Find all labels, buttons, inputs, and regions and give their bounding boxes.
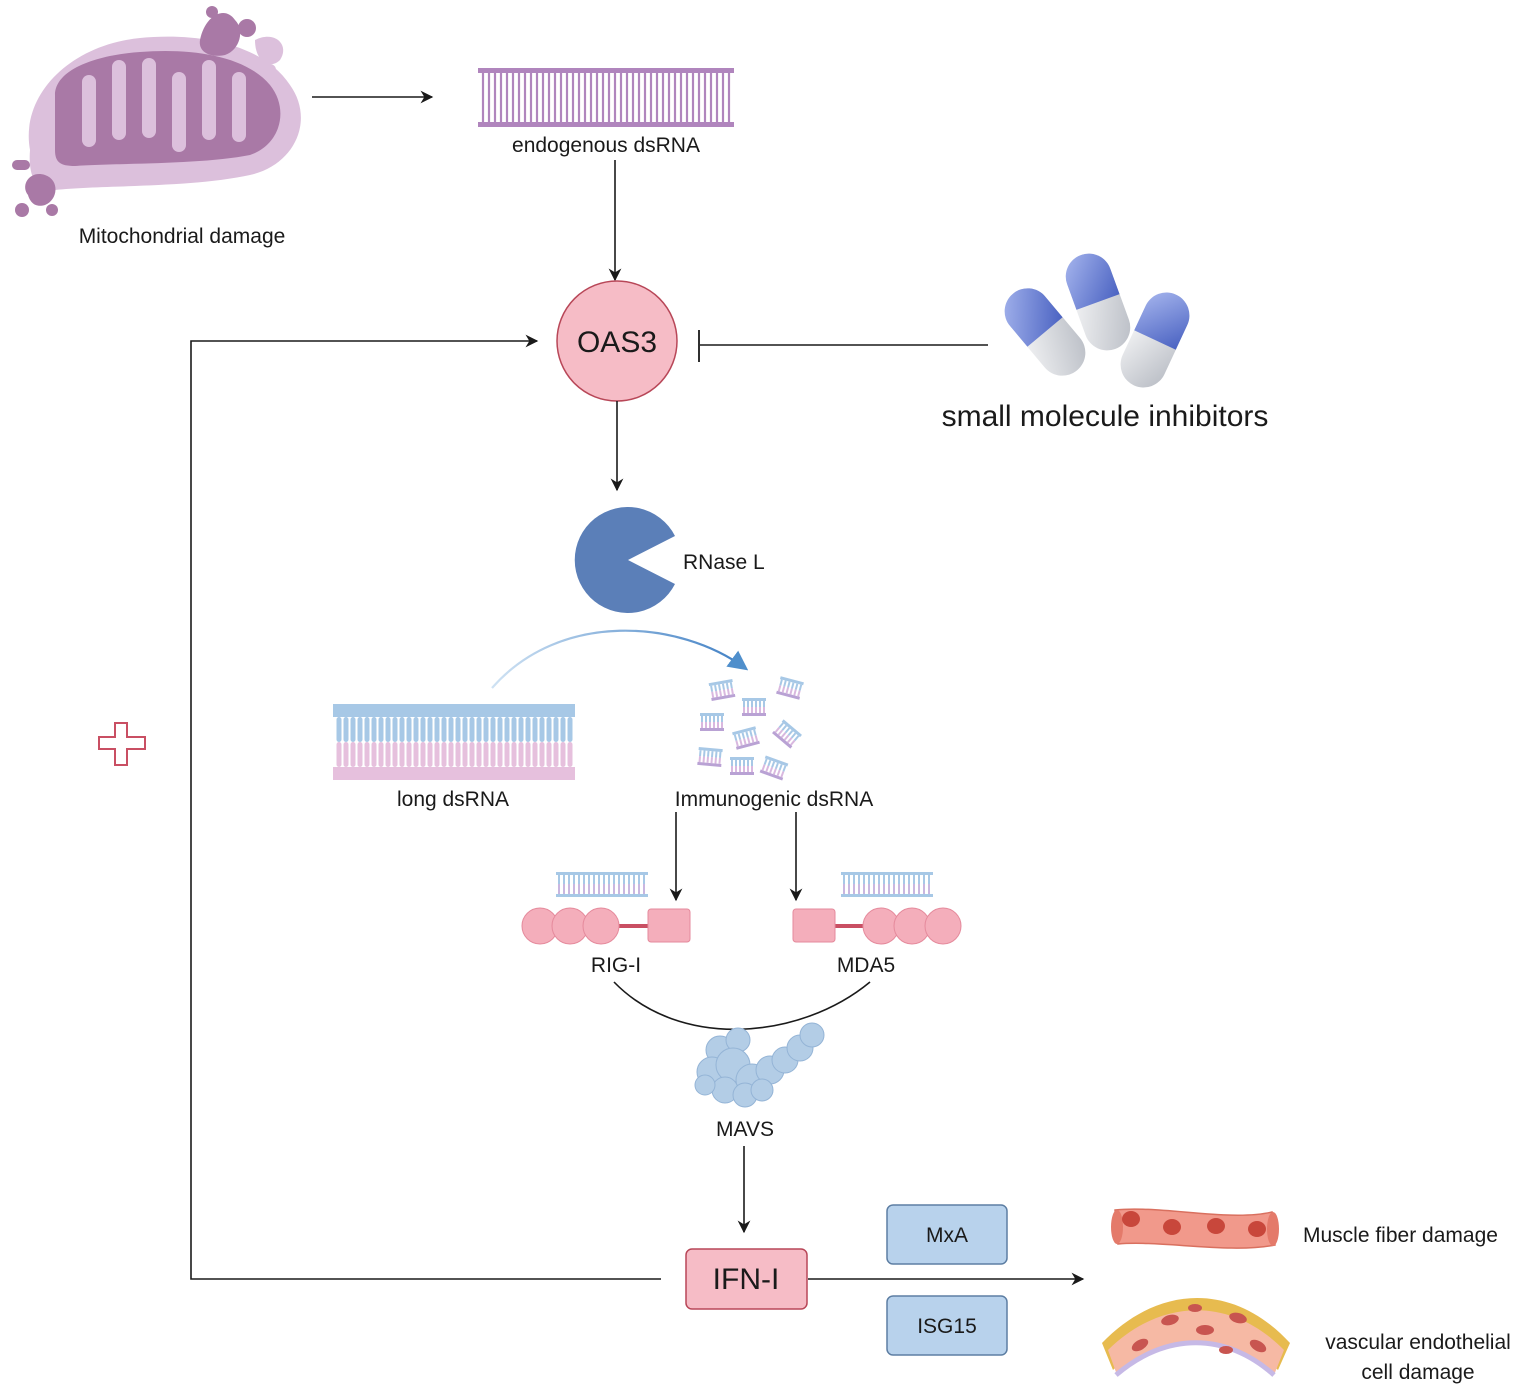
dsrna-fragment [732,726,760,750]
ifn-i-label: IFN-I [713,1263,780,1296]
mavs-icon [694,1022,825,1108]
mda5-label: MDA5 [837,954,895,977]
muscle-fiber-damage-label: Muscle fiber damage [1303,1224,1498,1247]
dsrna-fragment [697,746,723,768]
dsrna-fragment [772,719,802,749]
rnase-l-label: RNase L [683,551,765,574]
plus-icon [98,722,146,766]
endogenous-dsrna-label: endogenous dsRNA [512,134,700,157]
immunogenic-dsrna-fragments [697,676,804,781]
ifn-i-node [685,1248,808,1310]
rig-i-label: RIG-I [591,954,641,977]
endogenous-dsrna-icon [478,68,734,127]
rig-i-icon [521,872,691,945]
isg15-node [886,1295,1008,1356]
mxa-node [886,1204,1008,1265]
vascular-damage-label-line1: vascular endothelial [1325,1331,1511,1354]
mda5-icon [792,872,962,945]
dsrna-fragment [759,755,789,781]
long-dsrna-icon [333,704,575,780]
dsrna-fragment [700,713,724,731]
long-dsrna-label: long dsRNA [397,788,509,811]
pill-icon [995,278,1086,376]
immunogenic-dsrna-label: Immunogenic dsRNA [675,788,873,811]
rig-mda5-convergence-curve [613,981,871,1031]
mitochondrial-damage-label: Mitochondrial damage [79,225,286,248]
mitochondrion-icon [12,6,301,217]
oas3-label: OAS3 [577,326,657,359]
dsrna-fragment [742,698,766,716]
rnase-l-icon [574,507,675,613]
mxa-label: MxA [926,1224,968,1247]
isg15-label: ISG15 [917,1315,977,1338]
vascular-damage-label-line2: cell damage [1361,1361,1474,1384]
pill-icon [1059,247,1131,351]
positive-feedback-loop-arrow [190,334,661,1280]
small-molecule-inhibitors-label: small molecule inhibitors [942,400,1269,433]
cleavage-arrow [491,629,749,689]
muscle-fiber-icon [1111,1208,1279,1249]
dsrna-fragment [776,676,804,700]
vascular-endothelium-icon [1102,1298,1290,1377]
pill-icon [1120,284,1197,388]
dsrna-fragment [708,679,736,701]
dsrna-fragment [730,757,754,775]
mavs-label: MAVS [716,1118,774,1141]
